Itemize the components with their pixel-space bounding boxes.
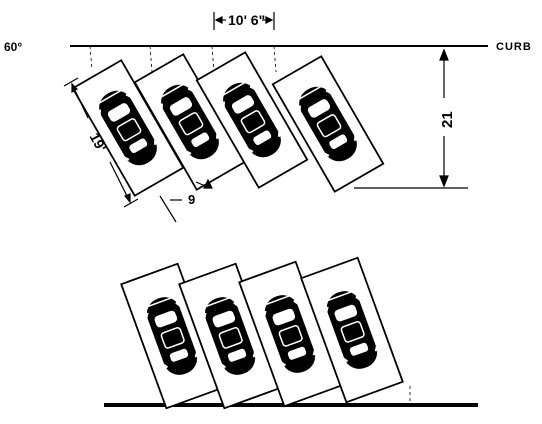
stall-width-dimension bbox=[159, 178, 213, 223]
stall-width-label: 9 bbox=[188, 192, 195, 207]
curb-label: CURB bbox=[496, 41, 532, 53]
stall-spacing-label: 10' 6" bbox=[228, 12, 265, 28]
row-depth-label: 21 bbox=[439, 111, 456, 128]
curb-projection-lines bbox=[89, 45, 277, 73]
top-parking-row: 60° CURB 10' 6" 19' bbox=[4, 12, 532, 223]
bottom-parking-row bbox=[104, 256, 478, 410]
row-depth-dimension bbox=[354, 48, 468, 189]
stall-length-dimension bbox=[63, 77, 139, 208]
stall-length-label: 19' bbox=[87, 130, 110, 154]
parking-stall bbox=[300, 256, 404, 404]
stall-spacing-dimension bbox=[213, 12, 275, 30]
parking-stall bbox=[195, 51, 309, 189]
angle-label: 60° bbox=[4, 40, 22, 54]
parking-stall bbox=[271, 55, 385, 193]
